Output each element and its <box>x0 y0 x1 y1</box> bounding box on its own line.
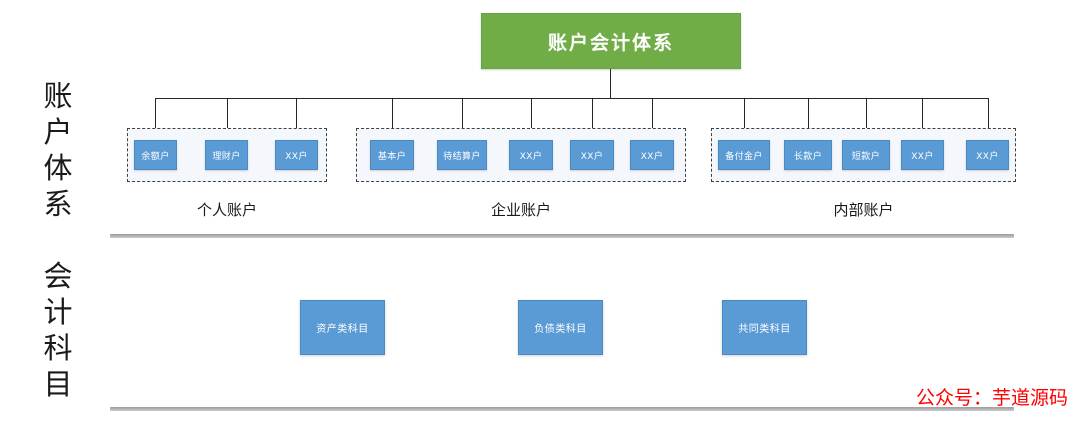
connector-drop-internal-0 <box>744 98 745 140</box>
connector-drop-internal-1 <box>808 98 809 140</box>
connector-drop-enterprise-0 <box>392 98 393 140</box>
subject-node-asset[interactable]: 资产类科目 <box>300 300 385 355</box>
account-node-internal-2[interactable]: 短款户 <box>842 140 890 170</box>
connector-drop-enterprise-3 <box>592 98 593 140</box>
account-node-enterprise-2[interactable]: XX户 <box>509 140 553 170</box>
subject-node-common[interactable]: 共同类科目 <box>722 300 807 355</box>
connector-drop-personal-0 <box>155 98 156 140</box>
connector-drop-enterprise-1 <box>462 98 463 140</box>
connector-drop-internal-3 <box>922 98 923 140</box>
connector-drop-personal-2 <box>296 98 297 140</box>
account-node-internal-0[interactable]: 备付金户 <box>718 140 770 170</box>
connector-drop-internal-2 <box>866 98 867 140</box>
group-caption-personal-accounts: 个人账户 <box>196 201 257 219</box>
connector-drop-internal-4 <box>988 98 989 140</box>
connector-drop-enterprise-2 <box>531 98 532 140</box>
root-node-account-accounting-system[interactable]: 账户会计体系 <box>481 13 741 69</box>
account-node-personal-2[interactable]: XX户 <box>275 140 318 170</box>
connector-drop-enterprise-4 <box>652 98 653 140</box>
account-node-enterprise-1[interactable]: 待结算户 <box>437 140 487 170</box>
account-node-enterprise-4[interactable]: XX户 <box>630 140 674 170</box>
group-caption-enterprise-accounts: 企业账户 <box>490 201 551 219</box>
section-divider-top <box>110 234 1014 238</box>
account-node-personal-0[interactable]: 余额户 <box>134 140 177 170</box>
connector-horizontal-bus <box>155 98 988 99</box>
account-node-internal-4[interactable]: XX户 <box>966 140 1009 170</box>
group-caption-internal-accounts: 内部账户 <box>833 201 894 219</box>
connector-root-stem <box>610 69 611 98</box>
account-node-enterprise-0[interactable]: 基本户 <box>370 140 414 170</box>
section-label-account-system: 账户体系 <box>43 79 73 221</box>
account-node-enterprise-3[interactable]: XX户 <box>570 140 614 170</box>
account-node-personal-1[interactable]: 理财户 <box>205 140 248 170</box>
section-label-accounting-subjects: 会计科目 <box>43 259 73 401</box>
account-node-internal-3[interactable]: XX户 <box>901 140 944 170</box>
section-divider-bottom <box>110 407 1014 411</box>
subject-node-liability[interactable]: 负债类科目 <box>518 300 603 355</box>
account-node-internal-1[interactable]: 长款户 <box>784 140 832 170</box>
watermark-text: 公众号：芋道源码 <box>915 387 1068 409</box>
connector-drop-personal-1 <box>227 98 228 140</box>
